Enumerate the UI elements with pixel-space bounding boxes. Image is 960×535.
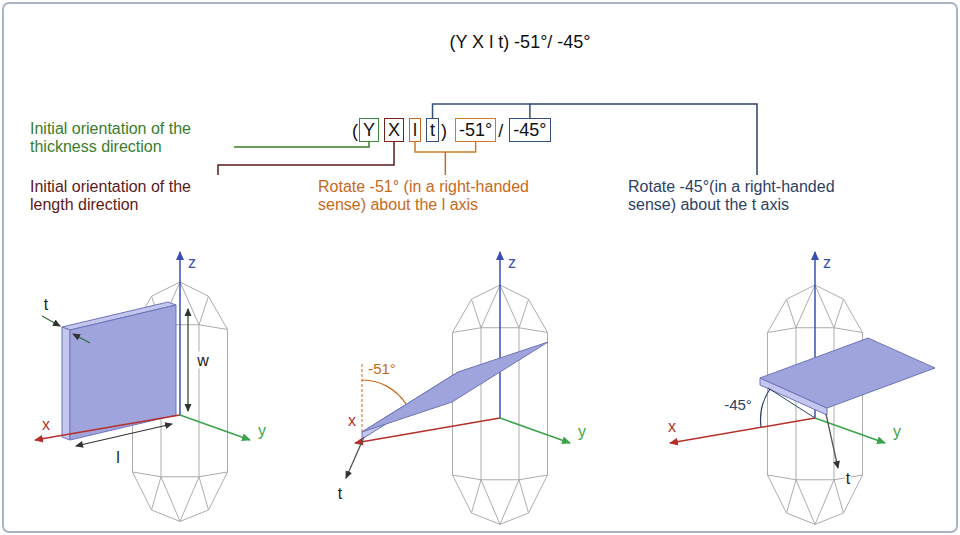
- notation-box: l: [409, 118, 421, 142]
- drawing-part: [670, 418, 815, 443]
- box-text: Y: [363, 120, 375, 140]
- drawing-part: [73, 334, 90, 343]
- leader-line: [234, 142, 369, 147]
- drawing-part: [42, 316, 60, 326]
- drawing-part: [346, 437, 364, 478]
- annotation-text: Initial orientation of the thickness dir…: [30, 120, 230, 156]
- box-text: -51°: [459, 120, 492, 140]
- drawing-part: [76, 424, 172, 446]
- notation-part: (: [352, 120, 358, 142]
- annotation-text: Initial orientation of the length direct…: [30, 178, 230, 214]
- notation-box: Y: [359, 118, 379, 142]
- box-text: t: [430, 120, 435, 140]
- axis-label: -45°: [723, 396, 753, 413]
- annotation-text: Rotate -45°(in a right-handed sense) abo…: [628, 178, 886, 214]
- axis-label: t: [337, 485, 343, 502]
- drawing-part: [362, 380, 406, 404]
- bracket-connector: [415, 142, 476, 152]
- drawing-part: [500, 418, 570, 443]
- panel-one: [35, 252, 250, 521]
- axis-label: x: [41, 416, 51, 433]
- drawing-part: [499, 252, 501, 418]
- axis-label: -51°: [367, 360, 397, 377]
- diagram-title: (Y X l t) -51°/ -45°: [449, 32, 590, 53]
- axis-label: w: [196, 352, 210, 369]
- axis-label: z: [822, 254, 832, 271]
- box-text: l: [413, 120, 417, 140]
- notation-part: ): [441, 120, 447, 142]
- bracket-connector: [433, 104, 530, 118]
- annotation-text: Rotate -51° (in a right-handed sense) ab…: [318, 178, 576, 214]
- axis-label: z: [507, 254, 517, 271]
- box-text: X: [388, 120, 400, 140]
- notation-box: X: [384, 118, 404, 142]
- axis-label: x: [667, 418, 677, 435]
- notation-part: /: [498, 120, 503, 142]
- frame: [3, 3, 957, 532]
- drawing-part: [70, 305, 176, 440]
- axis-label: x: [347, 412, 357, 429]
- drawing-part: [180, 415, 250, 440]
- axis-label: y: [892, 423, 902, 440]
- drawing-part: [768, 388, 815, 418]
- drawing-part: [187, 309, 188, 411]
- drawing-part: [362, 362, 363, 432]
- axis-label: t: [43, 296, 49, 313]
- axis-label: y: [577, 423, 587, 440]
- drawing-part: [62, 327, 70, 440]
- drawing-part: [761, 389, 770, 427]
- drawing-part: [179, 252, 181, 415]
- panel-two: [346, 252, 570, 524]
- drawing-part: [362, 342, 548, 432]
- leader-line: [445, 152, 447, 175]
- notation-box: -45°: [509, 118, 550, 142]
- axis-label: y: [257, 422, 267, 439]
- drawing-part: [826, 414, 838, 468]
- leader-line: [218, 142, 394, 175]
- notation-box: -51°: [455, 118, 496, 142]
- box-text: -45°: [513, 120, 546, 140]
- panel-three: [670, 252, 935, 524]
- drawing-part: [760, 338, 935, 408]
- drawing-part: [815, 418, 885, 443]
- leader-line: [530, 104, 757, 175]
- axis-label: t: [845, 470, 851, 487]
- axis-label: l: [115, 449, 121, 466]
- notation-box: t: [426, 118, 439, 142]
- axis-label: z: [187, 254, 197, 271]
- drawing-part: [355, 418, 500, 443]
